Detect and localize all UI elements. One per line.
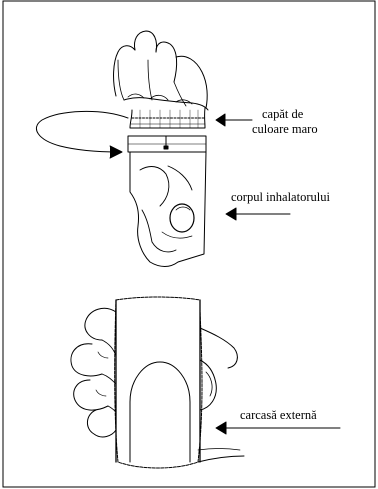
page-border (3, 1, 375, 487)
inhaler-body (130, 152, 206, 267)
arrow-brown-tip-icon (216, 114, 252, 126)
label-brown-tip-line2: culoare maro (252, 122, 318, 137)
hand-top-icon (114, 31, 208, 110)
label-brown-tip-line1: capăt de (262, 107, 303, 122)
twist-arrow-icon (36, 111, 128, 158)
arrow-outer-case-icon (216, 422, 340, 434)
outer-case (115, 297, 202, 468)
arrow-body-icon (226, 208, 290, 220)
label-outer-case: carcasă externă (240, 408, 317, 423)
brown-cap (128, 108, 206, 152)
hand-bottom-icon (71, 308, 244, 462)
label-inhaler-body: corpul inhalatorului (231, 190, 330, 205)
